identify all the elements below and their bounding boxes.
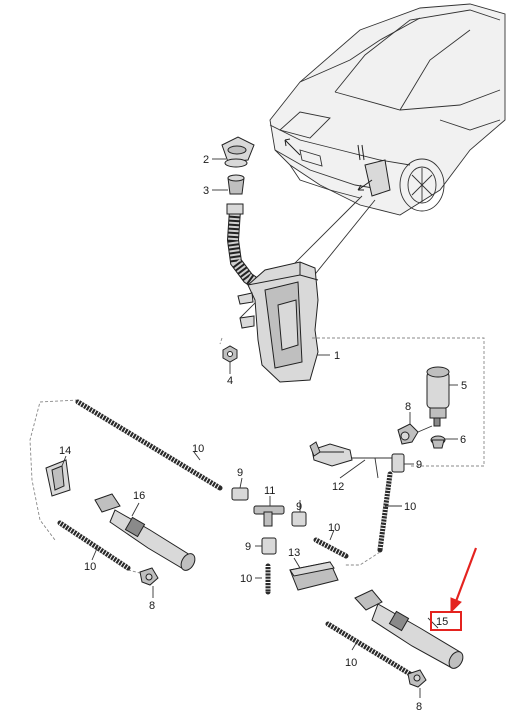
label-9-center: 9 [237,467,243,479]
elbow-connector-top [397,412,433,445]
label-15: 15 [436,616,448,628]
elbow-connector-bottom [407,669,427,698]
label-14: 14 [59,445,71,457]
label-9-mid: 9 [296,501,302,513]
t-piece [253,496,285,527]
connector-9-right [391,453,414,473]
label-10-long: 10 [192,443,204,455]
label-6: 6 [460,434,466,446]
label-8-bottom: 8 [416,701,422,713]
washer-pump [426,366,458,427]
highlight-box [430,611,462,631]
hose-10-right [377,471,393,553]
elbow-connector-left [139,567,159,598]
label-8-left: 8 [149,600,155,612]
label-9-lower: 9 [245,541,251,553]
part-13-box [289,557,339,591]
nut-part [222,345,238,374]
filler-neck-part [212,174,245,195]
connector-9-lower [261,537,277,555]
red-arrow-icon [453,547,478,605]
connector-9-mid [291,511,307,527]
nozzle-left [94,493,196,571]
hose-clip [309,441,396,479]
label-10-vertical: 10 [240,573,252,585]
label-4: 4 [227,375,233,387]
nozzle-right [354,589,464,669]
label-5: 5 [461,380,467,392]
label-12: 12 [332,481,344,493]
label-8-top: 8 [405,401,411,413]
label-10-right: 10 [404,501,416,513]
cap-part [212,136,255,168]
connector-9-center [231,487,249,501]
label-11: 11 [264,485,275,497]
label-13: 13 [288,547,300,559]
label-9-right: 9 [416,459,422,471]
label-10-bottom: 10 [345,657,357,669]
grommet-part [430,435,458,449]
label-10-left: 10 [84,561,96,573]
label-3: 3 [203,185,209,197]
washer-reservoir [237,261,330,383]
label-2: 2 [203,154,209,166]
left-loop-dash [29,399,79,541]
label-16: 16 [133,490,145,502]
car-illustration [269,3,506,216]
label-10-mid: 10 [328,522,340,534]
label-1: 1 [334,350,340,362]
group-frame [312,337,485,467]
bracket-part-14 [45,455,71,497]
